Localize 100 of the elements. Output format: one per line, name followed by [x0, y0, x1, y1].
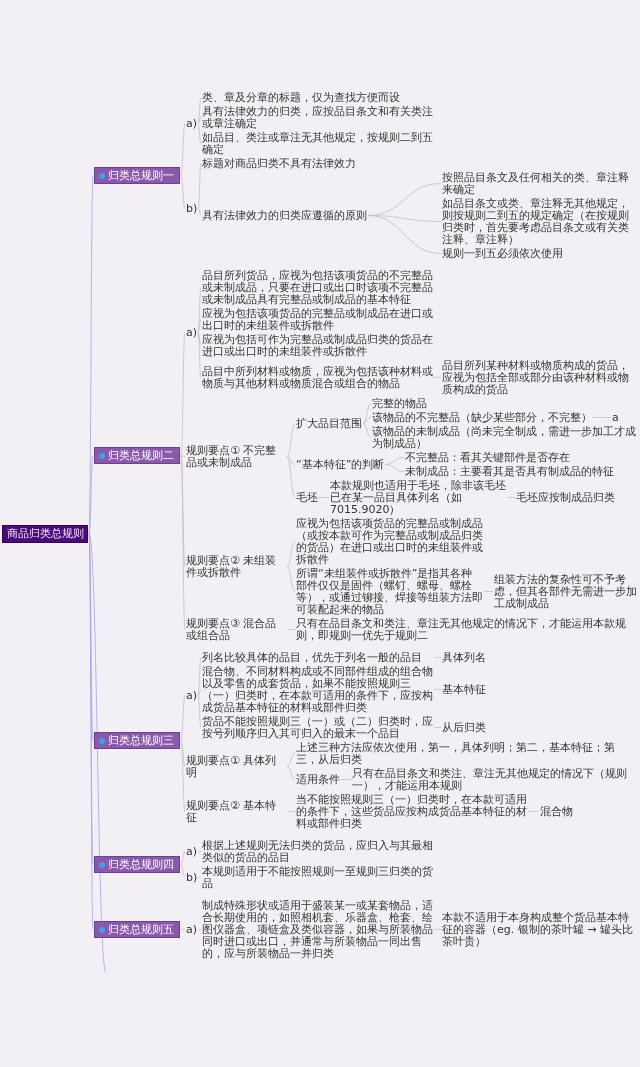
branch-line [433, 689, 442, 690]
topic-box [94, 447, 180, 464]
branch-line [286, 629, 296, 630]
branch-text: 只有在品目条文和类注、章注无其他规定的情况下，才能运用本款规则，即规则一优先于规则二 [296, 617, 636, 642]
branch-text: 本规则适用于不能按照规则一至规则三归类的货品 [202, 865, 433, 890]
branch-text: a) [186, 326, 198, 339]
branch-line [88, 455, 94, 534]
branch-text: 本款规则也适用于毛坯，除非该毛坯已在某一品目具体列名（如 7015.9020） [330, 479, 506, 516]
branch-text: 不完整品：看其关键部件是否存在 [405, 451, 570, 464]
branch-text: 具体列名 [442, 651, 486, 664]
branch-line [286, 541, 296, 567]
topic-label: 归类总规则四 [108, 857, 174, 873]
branch-line [286, 811, 296, 812]
branch-line [180, 123, 186, 176]
branch-text: 货品不能按照规则三（一）或（二）归类时，应按号列顺序归入其可归入的最末一个品目 [202, 715, 433, 740]
branch-line [433, 657, 442, 658]
branch-line [180, 740, 186, 812]
branch-line [197, 208, 202, 216]
branch-line [286, 753, 296, 767]
branch-line [286, 456, 296, 465]
branch-line [197, 163, 202, 209]
branch-line [180, 851, 186, 865]
branch-text: 当不能按照规则三（一）归类时，在本款可适用的条件下，这些货品应按构成货品基本特征的材料或部件归类 [296, 793, 527, 830]
branch-text: 规则要点① 不完整品或未制成品 [186, 444, 286, 469]
branch-text: 品目中所列材料或物质，应视为包括该种材料或物质与其他材料或物质混合或组合的物品 [202, 365, 433, 390]
branch-line [197, 929, 202, 930]
branch-line [197, 123, 202, 144]
branch-text: 只有在品目条文和类注、章注无其他规定的情况下（规则一），才能运用本规则 [352, 767, 636, 792]
branch-line [527, 811, 540, 812]
branch-line [180, 455, 186, 630]
branch-text: 混合物 [540, 805, 573, 818]
branch-text: 混合物、不同材料构成或不同部件组成的组合物以及零售的成套货品，如果不能按照规则三（一）归类时，在本款可适用的条件下，应按构成货品基本特征的材料或部件归类 [202, 665, 433, 714]
branch-line [197, 657, 202, 696]
branch-text: 规则一到五必须依次使用 [442, 247, 563, 260]
branch-line [197, 695, 202, 728]
branch-line [340, 779, 352, 780]
branch-text: 规则要点① 具体列明 [186, 754, 286, 779]
branch-text: b) [186, 202, 198, 215]
branch-text: 标题对商品归类不具有法律效力 [202, 157, 356, 170]
branch-text: 毛坯 [296, 491, 318, 504]
branch-line [433, 377, 442, 378]
branch-line [197, 319, 202, 333]
topic-box [94, 921, 180, 938]
branch-text: “基本特征”的判断 [296, 458, 385, 471]
branch-text: 该物品的不完整品（缺少某些部分，不完整） [372, 411, 592, 424]
branch-line [197, 851, 202, 852]
branch-text: 所谓“未组装件或拆散件”是指其各种部件仅仅是固件（螺钉、螺母、螺栓等），或通过铆接、焊接等组装方法即可装配起来的物品 [296, 567, 483, 616]
topic-label: 归类总规则一 [108, 168, 174, 184]
branch-text: 如品目、类注或章注无其他规定，按规则二到五确定 [202, 131, 433, 156]
branch-text: 本款不适用于本身构成整个货品基本特征的容器（eg. 银制的茶叶罐 → 罐头比茶叶贵） [442, 911, 638, 948]
topic-box [94, 856, 180, 873]
branch-line [197, 332, 202, 346]
branch-line [197, 689, 202, 696]
branch-text: 制成特殊形状或适用于盛装某一或某套物品，适合长期使用的，如照相机套、乐器盒、枪套、绘图仪器盒、项链盒及类似容器，如果与所装物品同时进口或出口，并通常与所装物品一同出售的，应与所装物品一并归类 [202, 899, 433, 960]
branch-text: 类、章及分章的标题，仅为查找方便而设 [202, 91, 400, 104]
branch-text: 适用条件 [296, 773, 340, 786]
branch-line [433, 727, 442, 728]
branch-line [197, 117, 202, 124]
branch-text: 上述三种方法应依次使用，第一，具体列明；第二，基本特征；第三，从后归类 [296, 741, 636, 766]
branch-line [362, 417, 372, 424]
branch-line [180, 864, 186, 878]
topic-label: 归类总规则三 [108, 733, 174, 749]
branch-line [433, 929, 442, 930]
branch-line [318, 497, 330, 498]
branch-line [286, 766, 296, 780]
branch-line [286, 566, 296, 592]
branch-text: 按照品目条文及任何相关的类、章注释来确定 [442, 171, 638, 196]
topic-box [94, 732, 180, 749]
root-box: 商品归类总规则 [2, 524, 88, 543]
branch-text: 应视为包括可作为完整品或制成品归类的货品在进口或出口时的未组装件或拆散件 [202, 333, 433, 358]
branch-line [367, 215, 442, 254]
branch-text: 列名比较具体的品目，优先于列名一般的品目 [202, 651, 433, 664]
branch-text: 根据上述规则无法归类的货品，应归入与其最相类似的货品的品目 [202, 839, 433, 864]
branch-text: 组装方法的复杂性可不予考虑，但其各部件无需进一步加工成制成品 [494, 573, 637, 610]
branch-text: 该物品的未制成品（尚未完全制成，需进一步加工才成为制成品） [372, 425, 636, 450]
topic-label: 归类总规则二 [108, 448, 174, 464]
branch-text: 如品目条文或类、章注释无其他规定，则按规则二到五的规定确定（在按规则归类时，首先要考虑品目条文或有关类注释、章注释） [442, 197, 638, 246]
topic-label: 归类总规则五 [108, 922, 174, 938]
branch-text: 从后归类 [442, 721, 486, 734]
branch-text: 扩大品目范围 [296, 417, 362, 430]
branch-line [286, 423, 296, 457]
branch-text: 具有法律效力的归类应遵循的原则 [202, 209, 367, 222]
branch-text: 具有法律效力的归类，应按品目条文和有关类注或章注确定 [202, 105, 433, 130]
branch-line [180, 332, 186, 456]
branch-line [286, 456, 296, 498]
branch-text: 应视为包括该项货品的完整品或制成品（或按本款可作为完整品或制成品归类的货品）在进口或出口时的未组装件或拆散件 [296, 517, 483, 566]
branch-text: 基本特征 [442, 683, 486, 696]
branch-text: a [612, 411, 619, 424]
branch-line [592, 417, 612, 418]
branch-line [483, 591, 494, 592]
branch-line [362, 423, 372, 438]
branch-text: 品目所列某种材料或物质构成的货品，应视为包括全部或部分由该种材料或物质构成的货品 [442, 359, 638, 396]
branch-text: 应视为包括该项货品的完整品或制成品在进口或出口时的未组装件或拆散件 [202, 307, 433, 332]
branch-text: 规则要点② 未组装件或拆散件 [186, 554, 286, 579]
branch-text: 规则要点③ 混合品或组合品 [186, 617, 286, 642]
branch-text: 规则要点② 基本特征 [186, 799, 286, 824]
branch-text: 完整的物品 [372, 397, 427, 410]
branch-line [362, 403, 372, 424]
branch-text: a) [186, 689, 198, 702]
branch-line [385, 457, 405, 465]
